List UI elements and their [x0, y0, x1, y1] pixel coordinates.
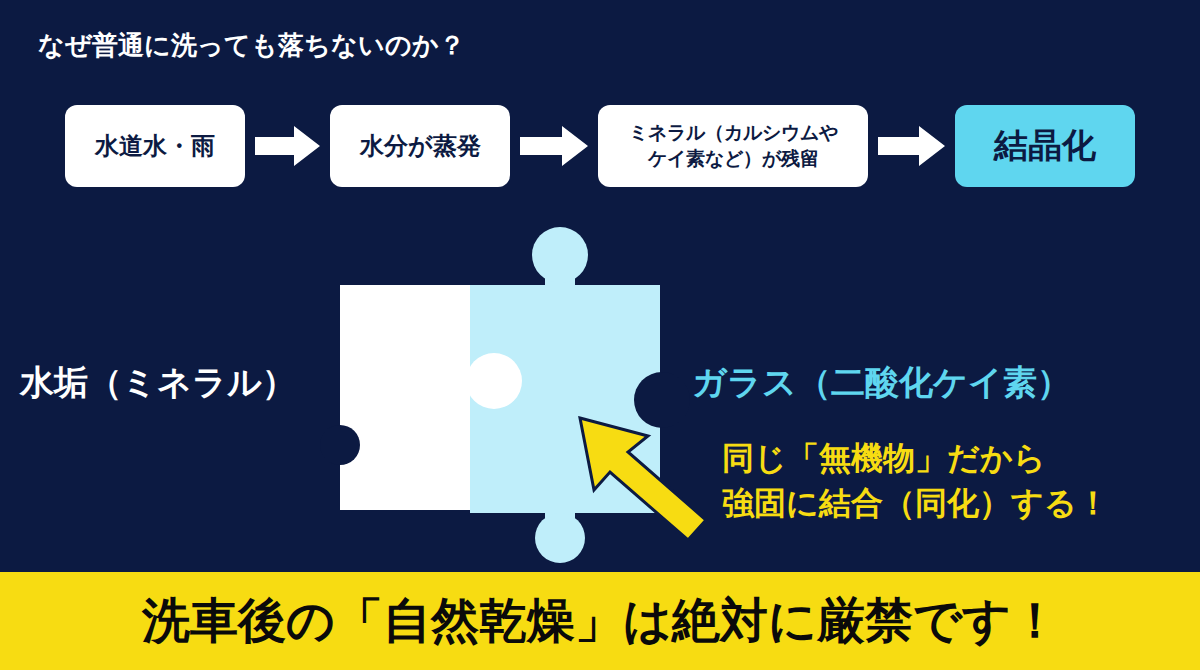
pointer-arrow	[580, 418, 706, 540]
heading: なぜ普通に洗っても落ちないのか？	[38, 28, 465, 63]
mineral-piece-socket	[320, 425, 360, 465]
callout-text: 同じ「無機物」だから 強固に結合（同化）する！	[722, 436, 1152, 526]
flow-arrow	[520, 126, 588, 166]
process-box: 水道水・雨	[65, 105, 245, 187]
mineral-piece-body	[340, 285, 470, 510]
process-box: ミネラル（カルシウムや ケイ素など）が残留	[598, 105, 868, 187]
warning-band: 洗車後の「自然乾燥」は絶対に厳禁です！	[0, 572, 1200, 670]
flow-arrow	[255, 126, 320, 166]
glass-piece-socket	[634, 372, 690, 428]
mineral-piece	[320, 285, 522, 510]
process-box: 水分が蒸発	[330, 105, 510, 187]
result-box: 結晶化	[955, 105, 1135, 187]
mineral-piece-knob	[466, 353, 522, 409]
box-text: 洗車後の「自然乾燥」は絶対に厳禁です！	[142, 589, 1059, 653]
box-text: ミネラル（カルシウムや ケイ素など）が残留	[616, 120, 850, 171]
part-label: ガラス（二酸化ケイ素）	[692, 360, 1071, 406]
glass-piece-knob	[532, 227, 588, 283]
glass-piece-knob	[535, 513, 585, 563]
flow-arrow	[878, 126, 945, 166]
part-label: 水垢（ミネラル）	[20, 360, 296, 406]
box-text: 結晶化	[994, 123, 1096, 169]
box-text: 水分が蒸発	[360, 130, 481, 162]
box-text: 水道水・雨	[95, 130, 215, 162]
